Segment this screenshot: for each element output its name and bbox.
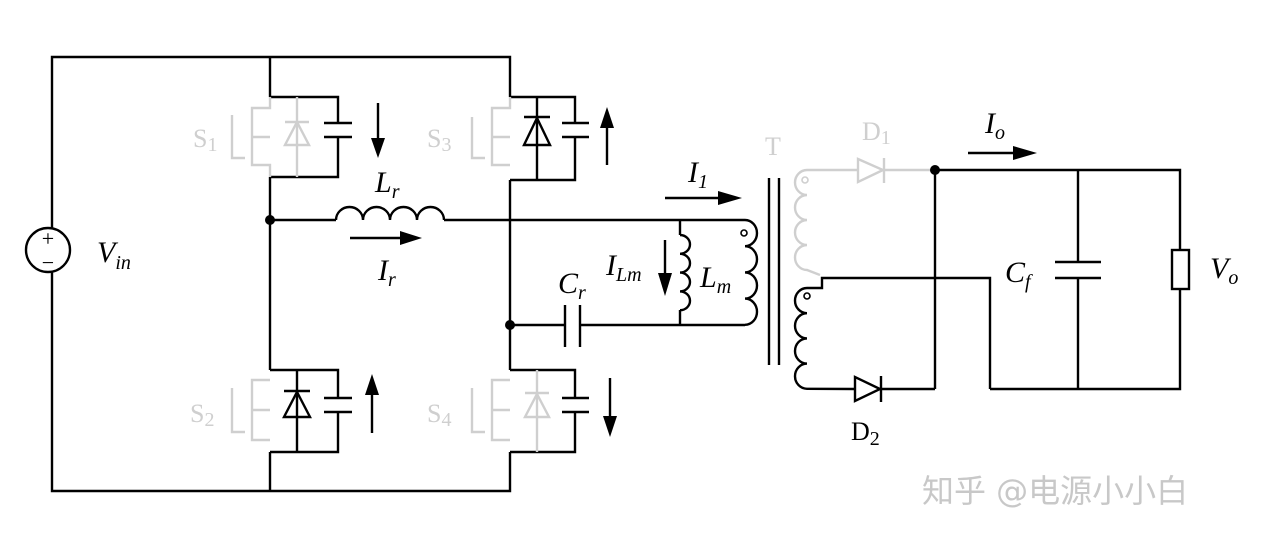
diode-d1 — [856, 157, 886, 184]
transformer-label: T — [765, 132, 781, 161]
switch-s4: S4 — [427, 368, 589, 454]
node — [505, 320, 515, 330]
lm-label: Lm — [699, 261, 731, 298]
watermark: 知乎 @电源小小白 — [922, 472, 1188, 510]
vo-label: Vo — [1210, 252, 1238, 289]
secondary-winding-upper — [793, 168, 821, 277]
s1-label: S1 — [193, 124, 217, 156]
i1-label: I1 — [687, 156, 708, 193]
switch-s3: S3 — [427, 95, 589, 182]
node — [265, 215, 275, 225]
plus-sign: + — [42, 226, 54, 251]
current-arrow-ilm — [658, 240, 672, 296]
io-label: Io — [984, 107, 1005, 144]
inductor-lr — [334, 205, 446, 221]
switch-s1: S1 — [193, 95, 352, 179]
node — [930, 165, 940, 175]
current-arrow-s2 — [365, 374, 379, 433]
capacitor-cf — [1055, 170, 1101, 389]
current-arrow-s1 — [371, 103, 385, 158]
inductor-lm — [679, 233, 692, 312]
current-arrow-ir — [350, 231, 422, 245]
current-arrow-s3 — [600, 107, 614, 165]
polarity-dot — [803, 292, 811, 300]
vin-label: Vin — [97, 236, 131, 274]
polarity-dot — [801, 176, 809, 184]
s4-label: S4 — [427, 399, 451, 431]
diode-d2 — [853, 375, 883, 403]
current-arrow-s4 — [603, 378, 617, 437]
secondary-winding-lower — [793, 286, 856, 391]
d2-label: D2 — [851, 417, 880, 450]
current-arrow-io — [968, 146, 1037, 160]
current-arrow-i1 — [665, 191, 742, 205]
primary-winding — [744, 218, 759, 326]
lr-label: Lr — [374, 166, 400, 203]
s3-label: S3 — [427, 124, 451, 156]
wires — [50, 55, 745, 493]
minus-sign: − — [42, 250, 54, 275]
s2-label: S2 — [190, 399, 214, 431]
switch-s2: S2 — [190, 368, 352, 454]
ir-label: Ir — [377, 254, 396, 291]
d1-label: D1 — [862, 117, 891, 149]
load-resistor — [1170, 248, 1191, 291]
ilm-label: ILm — [605, 249, 642, 286]
transformer-core — [767, 178, 781, 365]
capacitor-cr — [563, 305, 582, 347]
cf-label: Cf — [1005, 256, 1033, 293]
polarity-dot — [740, 229, 748, 237]
cr-label: Cr — [558, 267, 586, 304]
voltage-source: + − — [24, 226, 72, 275]
